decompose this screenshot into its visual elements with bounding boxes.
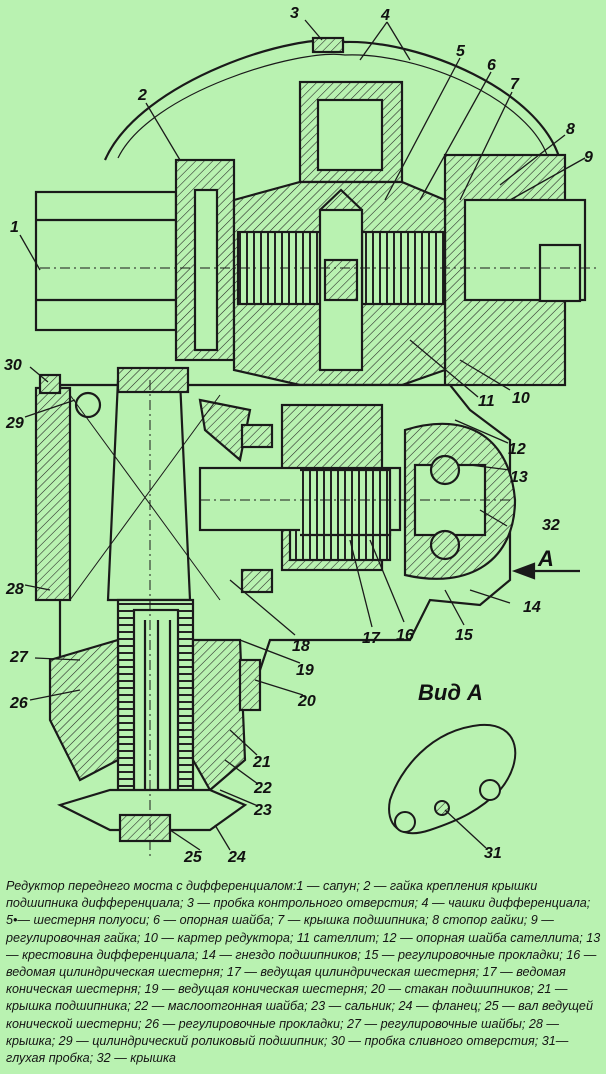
callout-2: 2 (137, 87, 147, 104)
callout-30: 30 (4, 357, 22, 374)
callout-21: 21 (252, 754, 271, 771)
callout-24: 24 (227, 849, 246, 866)
housing-drawing (34, 36, 600, 860)
callout-25: 25 (183, 849, 203, 866)
callout-1: 1 (10, 219, 19, 236)
callout-13: 13 (510, 469, 528, 486)
callout-4: 4 (380, 7, 390, 24)
gearbox-diagram: A Вид A 1 (4, 5, 600, 866)
callout-28: 28 (5, 581, 24, 598)
view-a-label: Вид A (418, 680, 483, 705)
callout-numbers: 1 2 3 4 5 6 7 8 9 10 11 12 13 14 15 16 1… (4, 5, 593, 866)
callout-17: 17 (362, 630, 381, 647)
callout-5: 5 (456, 43, 466, 60)
callout-3: 3 (290, 5, 299, 22)
view-direction-arrow (511, 562, 580, 580)
callout-6: 6 (487, 57, 496, 74)
view-a-drawing (388, 723, 517, 835)
callout-31: 31 (484, 845, 502, 862)
callout-8: 8 (566, 121, 575, 138)
callout-10: 10 (512, 390, 530, 407)
callout-15: 15 (455, 627, 474, 644)
callout-11: 11 (478, 393, 495, 410)
callout-27: 27 (9, 649, 29, 666)
callout-9: 9 (584, 149, 593, 166)
callout-22: 22 (253, 780, 272, 797)
callout-7: 7 (510, 76, 520, 93)
callout-20: 20 (297, 693, 316, 710)
breather-plug (311, 36, 345, 54)
callout-26: 26 (9, 695, 28, 712)
callout-23: 23 (253, 802, 272, 819)
callout-14: 14 (523, 599, 541, 616)
leader-lines (19, 19, 586, 851)
arrow-label: A (537, 546, 554, 571)
top-cover (103, 39, 562, 161)
callout-19: 19 (296, 662, 314, 679)
callout-16: 16 (396, 627, 414, 644)
callout-12: 12 (508, 441, 526, 458)
callout-32: 32 (542, 517, 560, 534)
callout-29: 29 (5, 415, 24, 432)
figure-caption: Редуктор переднего моста с дифференциало… (6, 879, 601, 1066)
callout-18: 18 (292, 638, 310, 655)
